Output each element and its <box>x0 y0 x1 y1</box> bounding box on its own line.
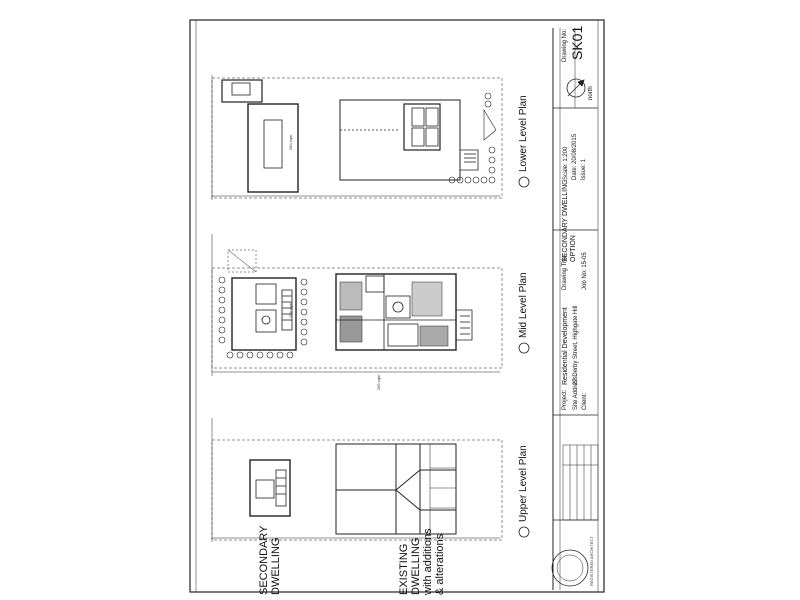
title-block <box>552 28 599 590</box>
drawing-number: SK01 <box>569 25 585 60</box>
site-area-label: 285 sqm <box>376 374 381 390</box>
upper-plan-marker <box>518 526 530 538</box>
lower-hedge <box>448 92 496 184</box>
drawing-no-label: Drawing No: <box>562 28 568 62</box>
sheet-border <box>189 19 605 593</box>
existing-lower <box>339 99 461 181</box>
project-label: Project: <box>562 389 568 410</box>
mid-area-label: 284 sqm <box>288 302 293 318</box>
drawing-title-line1: SECONDARY DWELLING <box>562 179 569 262</box>
mid-plan-marker <box>518 342 530 354</box>
existing-mid <box>335 273 457 351</box>
client-label: Client: <box>582 392 588 410</box>
lower-level-plan <box>211 75 503 200</box>
revision-table <box>562 444 599 521</box>
site-address-value: 27 Derby Street, Highgate Hill <box>573 305 579 385</box>
lower-area-label: 284 sqm <box>288 134 293 150</box>
north-label: north <box>588 86 594 100</box>
architect-stamp <box>551 549 589 587</box>
scale-value: Scale: 1:200 <box>563 146 569 180</box>
garage <box>247 103 299 193</box>
secondary-dwelling-label: SECONDARY DWELLING <box>258 525 282 595</box>
upper-level-plan-title: Upper Level Plan <box>518 445 529 522</box>
mid-level-plan-title: Mid Level Plan <box>518 272 529 338</box>
mid-level-plan <box>211 234 503 376</box>
secondary-mid <box>231 277 297 351</box>
job-number: Job No: 15-05 <box>582 252 588 290</box>
issue-value: Issue: 1 <box>581 158 587 180</box>
lower-level-plan-title: Lower Level Plan <box>518 95 529 172</box>
secondary-upper <box>249 459 291 517</box>
drawing-title-line2: OPTION <box>570 235 577 262</box>
project-value: Residential Development <box>562 307 569 385</box>
existing-dwelling-label: EXISTING DWELLING with additions & alter… <box>398 528 446 595</box>
mid-hedge <box>218 276 308 359</box>
existing-roof <box>335 443 457 535</box>
carport <box>221 79 263 103</box>
date-value: Date: 20/08/2015 <box>572 133 578 180</box>
architect-stamp-text: REGISTERED ARCHITECT <box>589 536 594 586</box>
north-arrow-icon <box>566 78 586 98</box>
lower-plan-marker <box>518 176 530 188</box>
upper-level-plan <box>211 418 503 542</box>
